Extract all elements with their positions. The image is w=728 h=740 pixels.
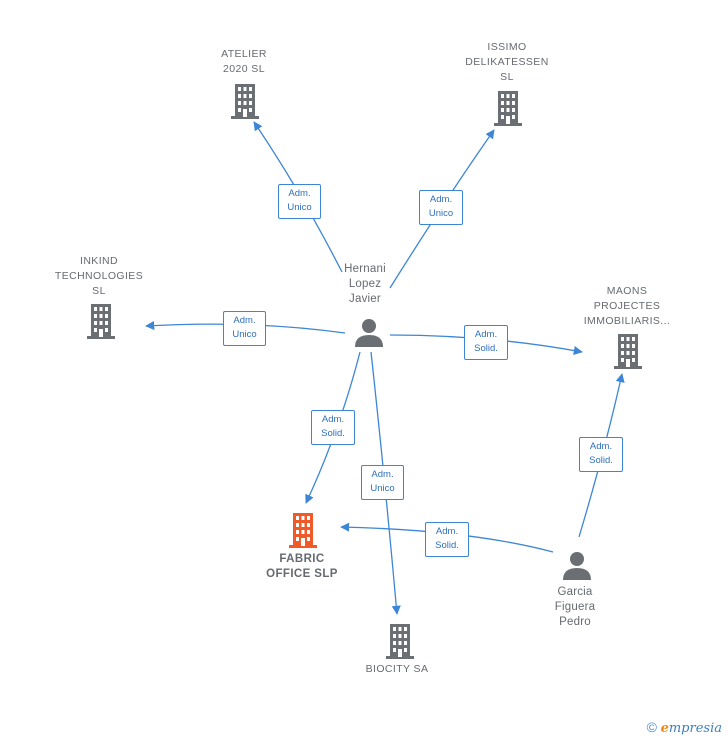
building-icon[interactable] xyxy=(229,84,261,120)
person-icon[interactable] xyxy=(562,551,592,581)
person-label-garcia[interactable]: Garcia Figuera Pedro xyxy=(554,586,596,628)
building-icon[interactable] xyxy=(612,334,644,370)
company-label-inkind[interactable]: INKIND TECHNOLOGIES SL xyxy=(54,255,144,297)
edge-label-line1: Adm. xyxy=(371,469,394,480)
person-icon[interactable] xyxy=(354,318,384,348)
building-icon[interactable] xyxy=(85,304,117,340)
building-icon[interactable] xyxy=(492,91,524,127)
edge-label-hernani-fabric: Adm. Solid. xyxy=(311,410,355,445)
edge-label-line2: Solid. xyxy=(321,428,345,439)
edge-label-line2: Unico xyxy=(428,208,454,219)
edge-label-hernani-inkind: Adm. Unico xyxy=(223,311,266,346)
edge-label-line1: Adm. xyxy=(288,188,311,199)
company-label-biocity[interactable]: BIOCITY SA xyxy=(365,663,429,675)
edge-label-line2: Unico xyxy=(370,483,395,494)
building-icon[interactable] xyxy=(384,624,416,660)
edge-label-line1: Adm. xyxy=(429,194,453,205)
edge-label-line2: Unico xyxy=(232,329,257,340)
edge-label-line1: Adm. xyxy=(474,329,498,340)
company-label-atelier[interactable]: ATELIER 2020 SL xyxy=(221,48,267,75)
edge-label-line1: Adm. xyxy=(435,526,459,537)
brand-logo-e: e xyxy=(660,721,669,736)
edge-label-garcia-maons: Adm. Solid. xyxy=(579,437,623,472)
person-label-hernani[interactable]: Hernani Lopez Javier xyxy=(344,263,386,305)
edge-label-line2: Solid. xyxy=(589,455,613,466)
company-label-maons[interactable]: MAONS PROJECTES IMMOBILIARIS... xyxy=(583,285,671,327)
brand-logo-text: mpresia xyxy=(668,721,722,736)
edge-label-line1: Adm. xyxy=(589,441,613,452)
edge-label-line1: Adm. xyxy=(233,315,256,326)
brand-footer[interactable]: © empresia xyxy=(647,719,722,736)
edge-label-hernani-atelier: Adm. Unico xyxy=(278,184,321,219)
edge-label-hernani-biocity: Adm. Unico xyxy=(361,465,404,500)
company-label-fabric[interactable]: FABRIC OFFICE SLP xyxy=(266,553,338,580)
edge-label-hernani-issimo: Adm. Unico xyxy=(419,190,463,225)
company-label-issimo[interactable]: ISSIMO DELIKATESSEN SL xyxy=(465,41,549,83)
edge-label-line2: Unico xyxy=(287,202,312,213)
edge-label-line2: Solid. xyxy=(474,343,498,354)
edge-label-line1: Adm. xyxy=(321,414,345,425)
edge-label-hernani-maons: Adm. Solid. xyxy=(464,325,508,360)
edge-label-garcia-fabric: Adm. Solid. xyxy=(425,522,469,557)
building-icon[interactable] xyxy=(287,513,319,549)
edge-label-line2: Solid. xyxy=(435,540,459,551)
copyright-icon: © xyxy=(646,719,657,735)
